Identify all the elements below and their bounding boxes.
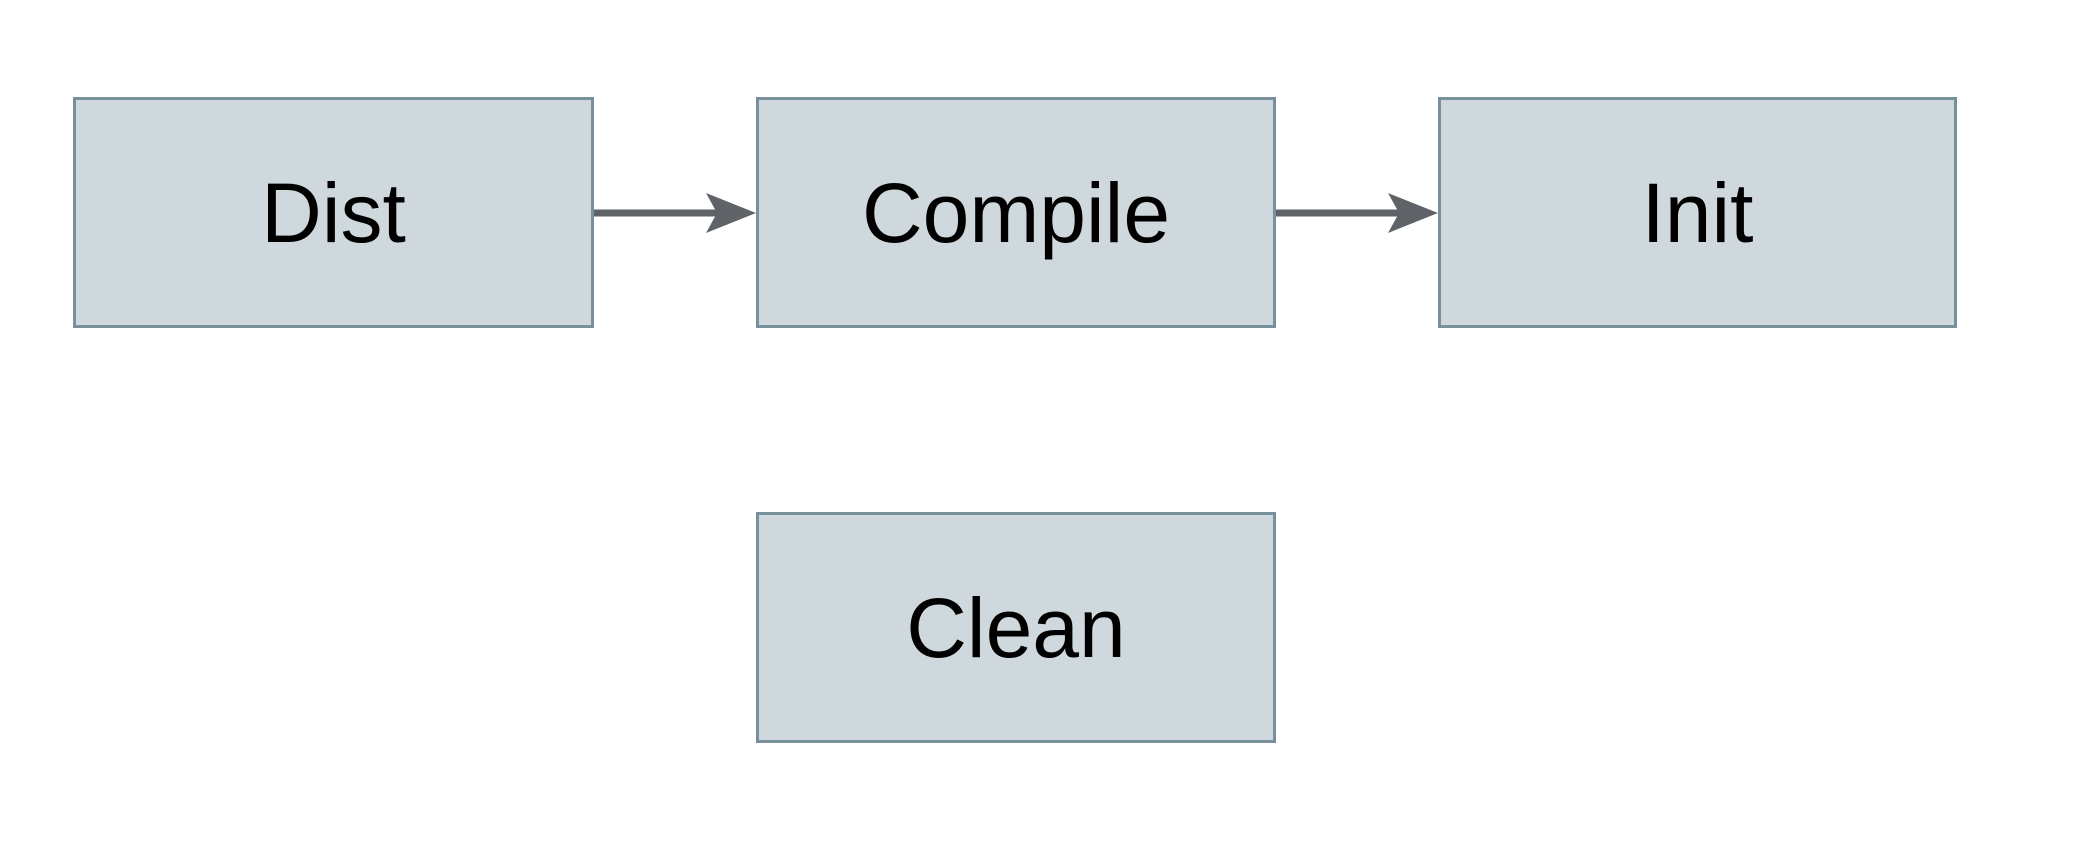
node-clean-label: Clean bbox=[906, 580, 1126, 675]
node-init[interactable]: Init bbox=[1438, 97, 1957, 328]
node-clean[interactable]: Clean bbox=[756, 512, 1276, 743]
node-compile-label: Compile bbox=[861, 165, 1171, 260]
node-dist[interactable]: Dist bbox=[73, 97, 594, 328]
arrow-dist-to-compile bbox=[594, 193, 756, 233]
node-dist-label: Dist bbox=[261, 165, 406, 260]
node-init-label: Init bbox=[1641, 165, 1754, 260]
arrow-compile-to-init bbox=[1276, 193, 1438, 233]
node-compile[interactable]: Compile bbox=[756, 97, 1276, 328]
